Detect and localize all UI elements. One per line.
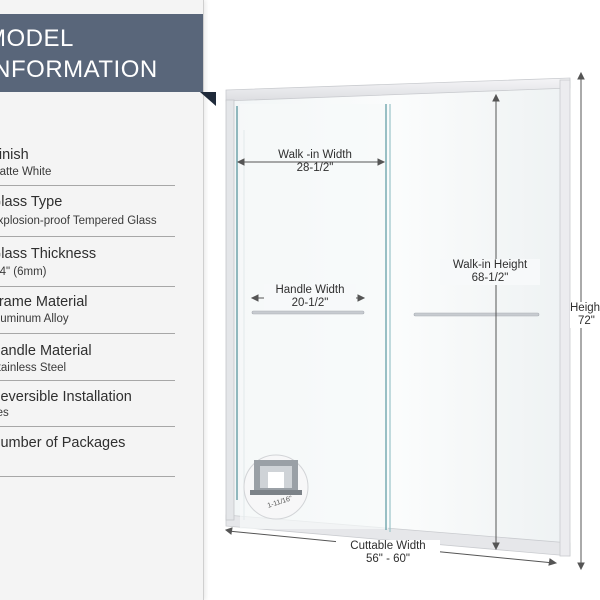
spec-label: Glass Type bbox=[0, 194, 63, 210]
spec-value: Stainless Steel bbox=[0, 362, 67, 374]
spec-label: Glass Thickness bbox=[0, 246, 97, 262]
height-label: Height bbox=[570, 302, 600, 314]
walk-in-height-dimension: Walk-in Height 68-1/2" bbox=[440, 259, 540, 285]
walk-in-height-label: Walk-in Height bbox=[452, 259, 528, 271]
handle-width-dimension: Handle Width 20-1/2" bbox=[264, 284, 356, 310]
spec-finish: Finish Matte White bbox=[0, 145, 175, 186]
spec-label: Handle Material bbox=[0, 343, 92, 359]
spec-glass-thickness: Glass Thickness 1/4" (6mm) bbox=[0, 244, 175, 287]
spec-label: Finish bbox=[0, 147, 29, 163]
spec-reversible-installation: Reversible Installation Yes bbox=[0, 387, 175, 427]
handle-width-label: Handle Width bbox=[275, 284, 345, 296]
cuttable-width-value: 56" - 60" bbox=[366, 553, 410, 565]
spec-label: Number of Packages bbox=[0, 435, 126, 451]
overall-height-dimension: Height 72" bbox=[570, 302, 600, 328]
track-detail-inset bbox=[243, 454, 309, 520]
cuttable-width-dimension: Cuttable Width 56" - 60" bbox=[336, 540, 440, 566]
walk-in-width-dimension: Walk -in Width 28-1/2" bbox=[260, 149, 370, 175]
spec-value: Yes bbox=[0, 407, 9, 419]
shower-door-illustration bbox=[224, 71, 585, 571]
handle-width-value: 20-1/2" bbox=[291, 297, 329, 309]
header-fold-shadow bbox=[200, 92, 216, 106]
walk-in-width-label: Walk -in Width bbox=[278, 149, 352, 161]
spec-value: 1/4" (6mm) bbox=[0, 266, 47, 278]
model-information-header: MODEL INFORMATION bbox=[0, 14, 203, 92]
height-value: 72" bbox=[578, 315, 595, 327]
spec-label: Reversible Installation bbox=[0, 389, 132, 405]
spec-value: Matte White bbox=[0, 166, 52, 178]
spec-label: Frame Material bbox=[0, 294, 88, 310]
model-information-panel: MODEL INFORMATION Finish Matte White Gla… bbox=[0, 0, 204, 600]
header-line-1: MODEL bbox=[0, 25, 74, 52]
spec-glass-type: Glass Type Explosion-proof Tempered Glas… bbox=[0, 192, 175, 237]
walk-in-width-value: 28-1/2" bbox=[296, 162, 334, 174]
spec-value: Explosion-proof Tempered Glass bbox=[0, 215, 157, 227]
spec-handle-material: Handle Material Stainless Steel bbox=[0, 341, 175, 381]
door-handles bbox=[251, 310, 540, 317]
header-line-2: INFORMATION bbox=[0, 56, 158, 83]
spec-number-of-packages: Number of Packages bbox=[0, 433, 175, 477]
spec-frame-material: Frame Material Aluminum Alloy bbox=[0, 292, 175, 334]
spec-value: Aluminum Alloy bbox=[0, 313, 69, 325]
walk-in-height-value: 68-1/2" bbox=[471, 272, 509, 284]
cuttable-width-label: Cuttable Width bbox=[350, 540, 426, 552]
